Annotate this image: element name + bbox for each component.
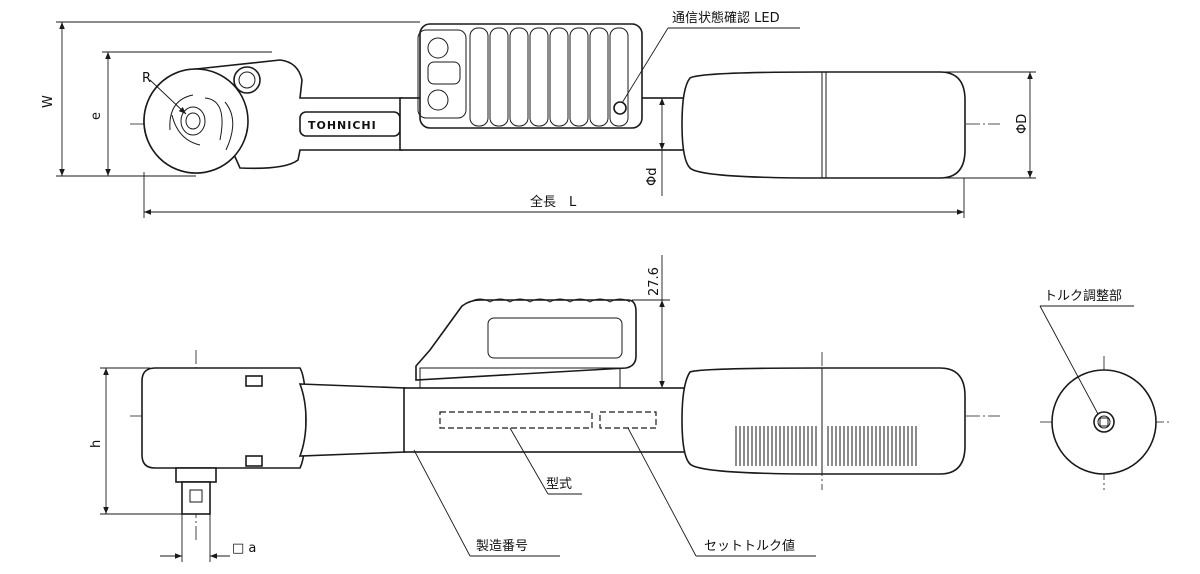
cap-latch <box>427 61 461 85</box>
adjust-socket-outer <box>1093 411 1115 433</box>
height-27-6-label: 27.6 <box>647 267 662 296</box>
display-module <box>419 23 643 129</box>
ratchet-head-front <box>143 68 249 174</box>
display-mount <box>419 367 621 389</box>
head-pin-bottom <box>245 455 263 467</box>
side-shaft <box>403 387 687 453</box>
serial-leader <box>413 449 471 557</box>
width-label: W <box>41 95 56 108</box>
release-button-inner <box>238 71 256 89</box>
square-drive <box>181 481 211 515</box>
adjust-socket-inner <box>1097 415 1111 429</box>
ratchet-arc-left <box>169 94 194 131</box>
total-length-label: 全長 L <box>530 194 577 210</box>
cap-screw-bottom <box>427 89 449 111</box>
radius-pointer <box>149 79 187 115</box>
phi-D-label: ΦD <box>1015 114 1030 134</box>
phi-d-label: Φd <box>645 168 660 186</box>
ratchet-arc-right <box>204 97 223 141</box>
adjust-socket-hex <box>1099 417 1109 427</box>
square-drive-ball <box>189 489 203 503</box>
cap-screw-top <box>427 37 449 59</box>
display-end-cap <box>417 29 467 119</box>
side-head <box>141 367 307 469</box>
grip-knurl <box>735 426 917 466</box>
end-view: トルク調整部 <box>1039 289 1172 490</box>
side-neck <box>298 383 406 457</box>
display-window <box>487 317 623 359</box>
e-label: e <box>89 112 104 120</box>
led-leader <box>621 27 669 104</box>
ratchet-drive-inner <box>185 112 201 130</box>
display-ribs <box>469 27 629 127</box>
led-label: 通信状態確認 LED <box>672 10 780 26</box>
torque-adjust-leader <box>1039 305 1099 415</box>
serial-number-label: 製造番号 <box>476 539 528 554</box>
head-pin-top <box>245 375 263 387</box>
ratchet-arc-lower <box>171 114 201 146</box>
display-scallop <box>469 298 631 303</box>
release-button <box>233 66 261 94</box>
set-torque-label: セットトルク値 <box>704 538 795 554</box>
model-label: 型式 <box>546 477 572 492</box>
side-grip <box>681 367 966 475</box>
top-view: R TOHNICHI 通信状態確認 LED <box>41 10 1036 218</box>
side-view: 27.6 h □ a 型式 製造番号 セットトルク値 <box>89 255 1000 562</box>
model-label-area <box>439 411 593 429</box>
model-leader <box>509 427 549 495</box>
brand-logo: TOHNICHI <box>308 119 377 132</box>
top-grip <box>681 71 966 179</box>
ratchet-drive-outer <box>180 106 206 136</box>
radius-label: R <box>142 71 151 86</box>
h-label: h <box>89 440 104 448</box>
set-torque-leader <box>627 427 697 557</box>
side-display-module <box>415 299 637 381</box>
torque-adjust-label: トルク調整部 <box>1044 289 1122 304</box>
direction-arc <box>224 101 234 151</box>
status-led <box>613 101 627 115</box>
drive-base <box>175 467 217 483</box>
square-a-label: □ a <box>232 541 256 556</box>
